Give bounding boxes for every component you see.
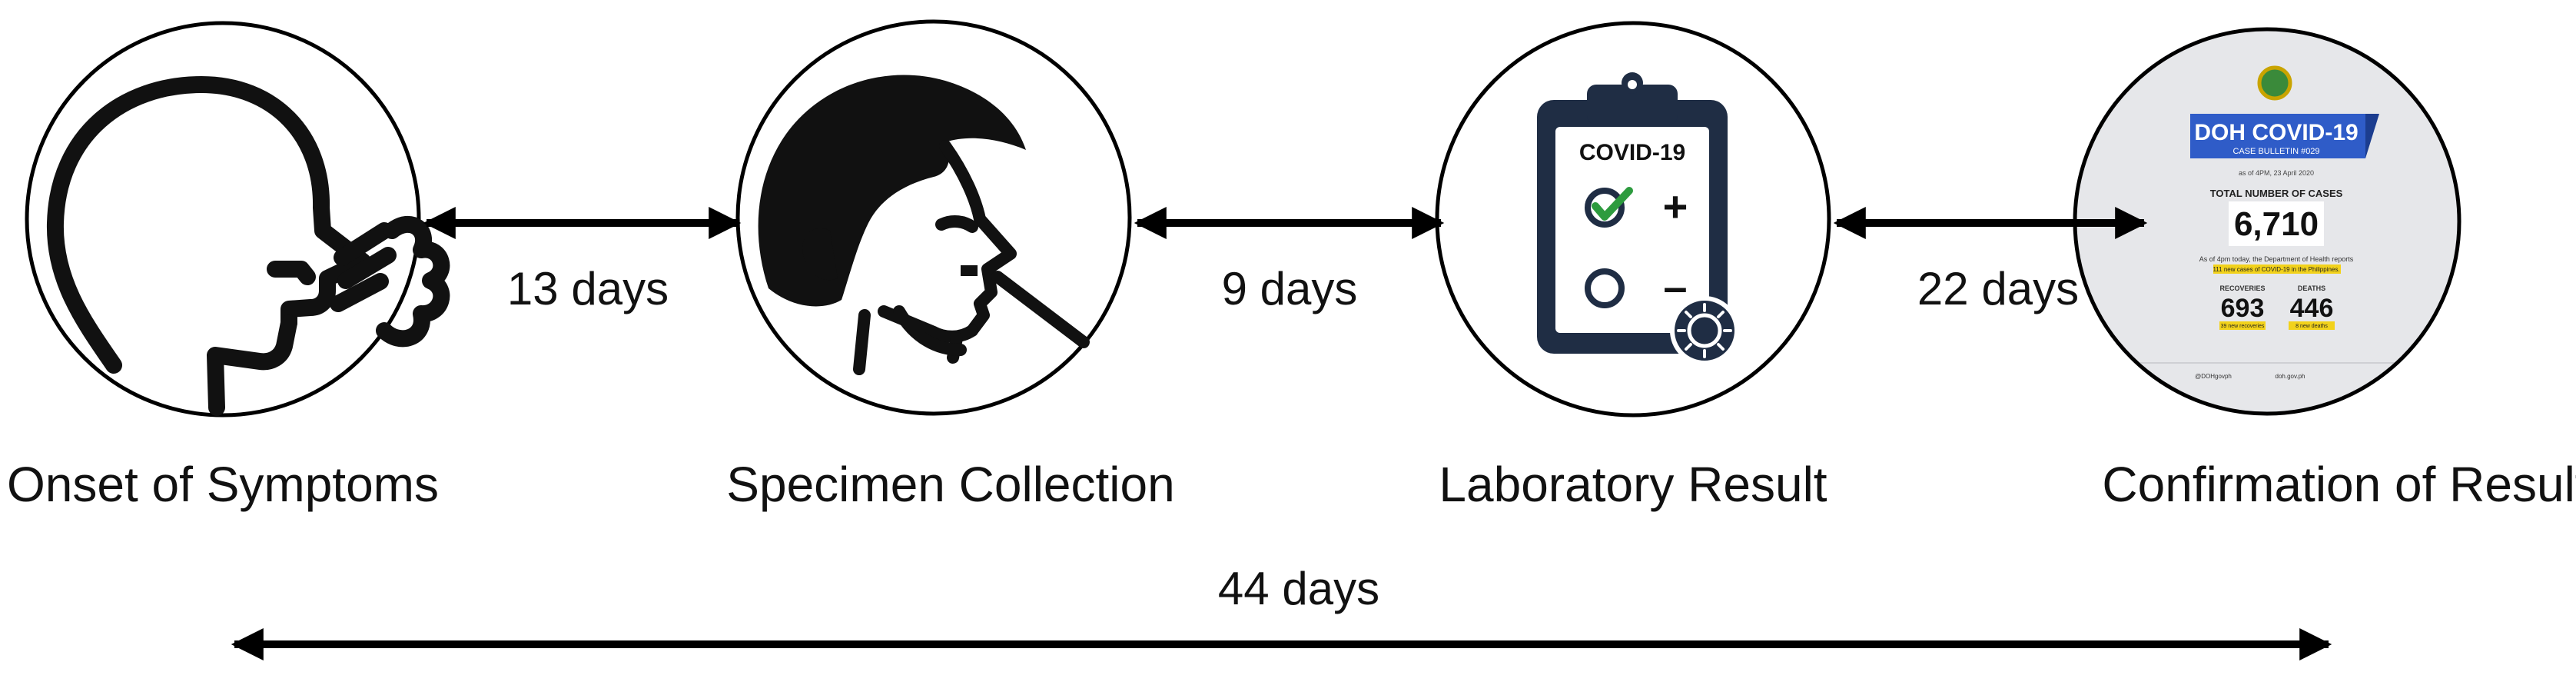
bulletin-footer-mid: doh.gov.ph <box>2276 373 2305 380</box>
bulletin-total-value: 6,710 <box>2234 205 2319 243</box>
clipboard-title: COVID-19 <box>1579 140 1685 165</box>
bulletin-deaths-label: DEATHS <box>2298 284 2325 292</box>
stage-label: Specimen Collection <box>726 457 1174 512</box>
bulletin-recoveries-value: 693 <box>2221 294 2265 323</box>
doh-seal-icon <box>2257 65 2292 101</box>
bulletin-deaths-note: 8 new deaths <box>2295 324 2328 329</box>
interval-label: 9 days <box>1222 263 1358 314</box>
stage-label: Laboratory Result <box>1439 457 1827 512</box>
stage-label: Confirmation of Result <box>2102 457 2576 512</box>
bulletin-recoveries-note: 39 new recoveries <box>2221 324 2265 329</box>
bulletin-header: DOH COVID-19 <box>2194 120 2358 145</box>
bulletin-date: as of 4PM, 23 April 2020 <box>2239 169 2314 177</box>
virus-badge-icon <box>1670 296 1739 365</box>
interval-label: 13 days <box>507 263 669 314</box>
bulletin-total-label: TOTAL NUMBER OF CASES <box>2210 188 2343 199</box>
bulletin-note: As of 4pm today, the Department of Healt… <box>2199 255 2354 263</box>
coughing-person-icon <box>46 76 450 416</box>
positive-sign: + <box>1663 182 1688 231</box>
interval-9-days: 9 days <box>1134 207 1445 314</box>
checkmark-icon <box>1592 187 1633 221</box>
stage-label: Onset of Symptoms <box>7 457 439 512</box>
nasal-swab-icon <box>758 75 1090 375</box>
interval-22-days: 22 days <box>1833 207 2148 314</box>
total-label: 44 days <box>1218 563 1379 614</box>
stage-confirmation-of-result: DOH COVID-19 CASE BULLETIN #029 as of 4P… <box>2073 27 2576 512</box>
bulletin-footer-left: @DOHgovph <box>2195 373 2232 380</box>
bulletin-subheader: CASE BULLETIN #029 <box>2232 147 2319 156</box>
total-span-44-days: 44 days <box>231 563 2332 660</box>
stage-specimen-collection: Specimen Collection <box>726 19 1175 512</box>
bulletin-deaths-value: 446 <box>2290 294 2334 323</box>
check-circle-icon <box>1585 188 1625 228</box>
interval-label: 22 days <box>1917 263 2079 314</box>
bulletin-recoveries-label: RECOVERIES <box>2219 284 2265 292</box>
interval-13-days: 13 days <box>423 207 742 314</box>
stage-laboratory-result: COVID-19 + – <box>1435 21 1831 512</box>
covid-test-clipboard-icon: COVID-19 + – <box>1537 72 1739 365</box>
bulletin-highlight: 111 new cases of COVID-19 in the Philipp… <box>2213 266 2339 273</box>
negative-sign: – <box>1663 262 1687 311</box>
empty-circle-icon <box>1585 268 1625 308</box>
stage-onset-of-symptoms: Onset of Symptoms <box>7 21 450 512</box>
